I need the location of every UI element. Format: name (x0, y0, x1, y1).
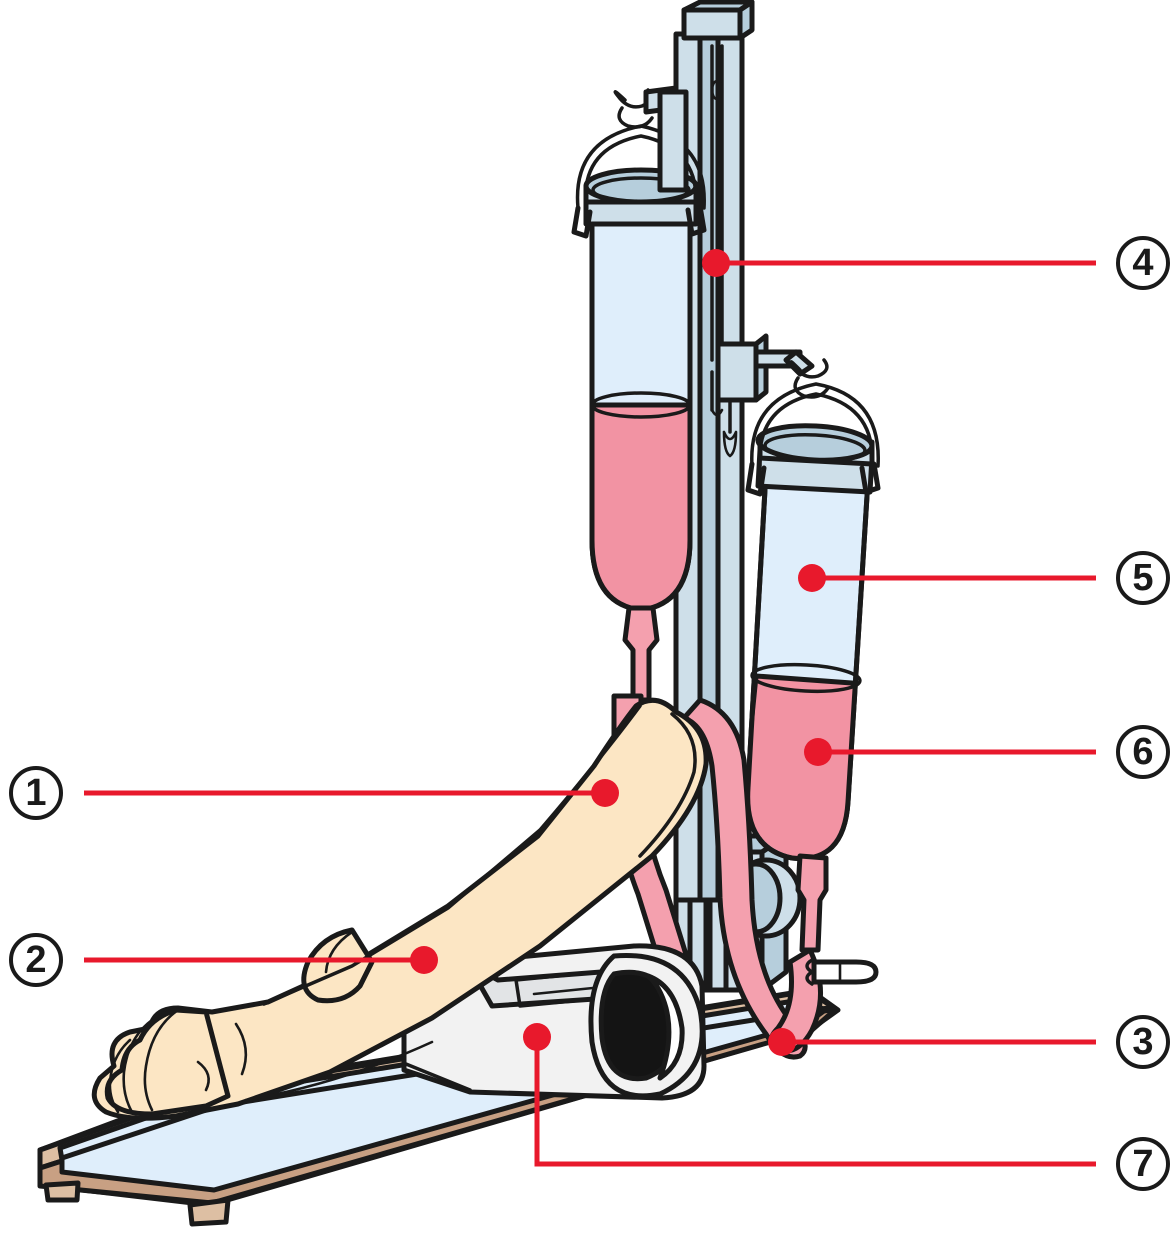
callout-5[interactable]: 5 (1116, 551, 1170, 605)
leader-dot-1 (591, 779, 619, 807)
callout-2[interactable]: 2 (9, 933, 63, 987)
tube-clip (805, 958, 879, 986)
upper-flask (571, 85, 707, 703)
callout-1[interactable]: 1 (9, 766, 63, 820)
leader-line-7 (534, 1037, 1096, 1167)
callout-4[interactable]: 4 (1116, 236, 1170, 290)
leader-dot-3 (768, 1028, 796, 1056)
leader-dot-7 (523, 1023, 551, 1051)
leader-dot-6 (804, 738, 832, 766)
arm (91, 697, 709, 1121)
callout-7[interactable]: 7 (1116, 1137, 1170, 1191)
leader-dot-5 (798, 564, 826, 592)
callout-6[interactable]: 6 (1116, 725, 1170, 779)
leader-dot-2 (410, 946, 438, 974)
leader-dot-4 (702, 249, 730, 277)
callout-3[interactable]: 3 (1116, 1015, 1170, 1069)
leader-lines (84, 249, 1096, 1167)
mid-clamp (715, 333, 815, 458)
